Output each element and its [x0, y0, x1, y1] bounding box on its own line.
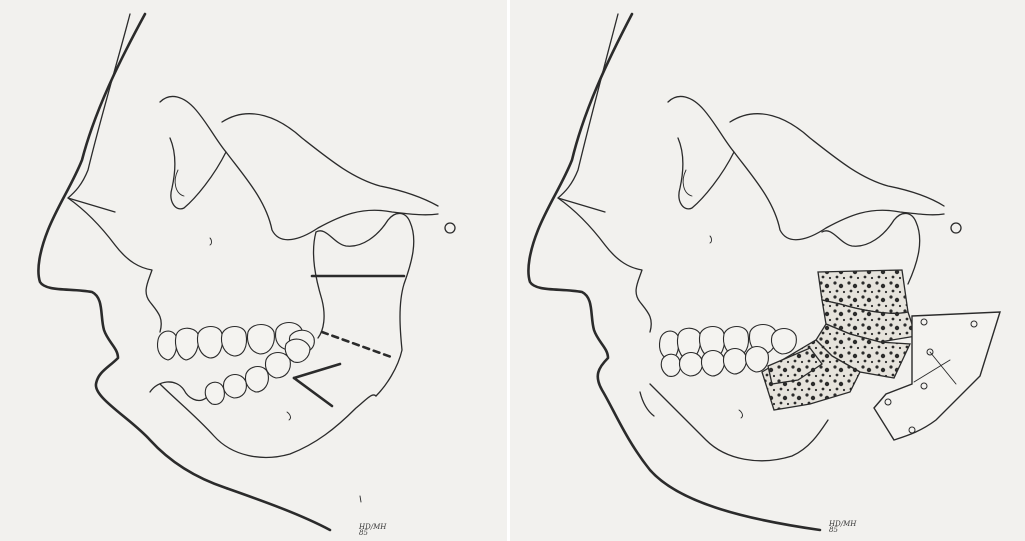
soft-tissue-profile	[38, 14, 330, 530]
screw	[909, 427, 915, 433]
screw	[921, 383, 927, 389]
cranial-base	[226, 152, 438, 240]
screw	[921, 319, 927, 325]
orbit	[160, 96, 226, 208]
skull-after-diagram	[510, 0, 1025, 541]
zygomatic-arch	[222, 114, 438, 206]
infraorbital-foramen	[210, 238, 212, 245]
chin-symphysis	[150, 382, 206, 400]
osteotomy-cut-horizontal	[294, 364, 340, 378]
orbit-inner	[683, 170, 692, 196]
mandible-body	[160, 384, 376, 457]
condyle	[316, 213, 414, 396]
orbit	[668, 96, 734, 208]
osteotomy-cut-dashed	[322, 332, 394, 358]
screw	[971, 321, 977, 327]
soft-tissue-profile	[528, 14, 820, 530]
zygomatic-arch	[730, 114, 944, 206]
skull-outline	[558, 14, 651, 332]
ear-canal	[445, 223, 455, 233]
orbit-inner	[175, 170, 184, 196]
nasal-bone	[558, 198, 605, 212]
artist-signature: HD/MH 85	[829, 521, 856, 533]
ear-canal	[951, 223, 961, 233]
mental-foramen	[739, 410, 742, 418]
artist-signature: HD/MH 85	[359, 524, 386, 536]
mental-foramen	[287, 412, 290, 420]
nasal-bone	[68, 198, 115, 212]
osteotomy-cut-lower	[294, 378, 332, 406]
skull-outline	[68, 14, 161, 332]
ramus-posterior	[314, 232, 325, 338]
chin-symphysis	[640, 392, 654, 416]
infraorbital-foramen	[710, 236, 712, 243]
stray-mark	[360, 496, 361, 502]
screw	[885, 399, 891, 405]
cranial-base	[734, 152, 944, 240]
skull-before-diagram	[0, 0, 507, 541]
